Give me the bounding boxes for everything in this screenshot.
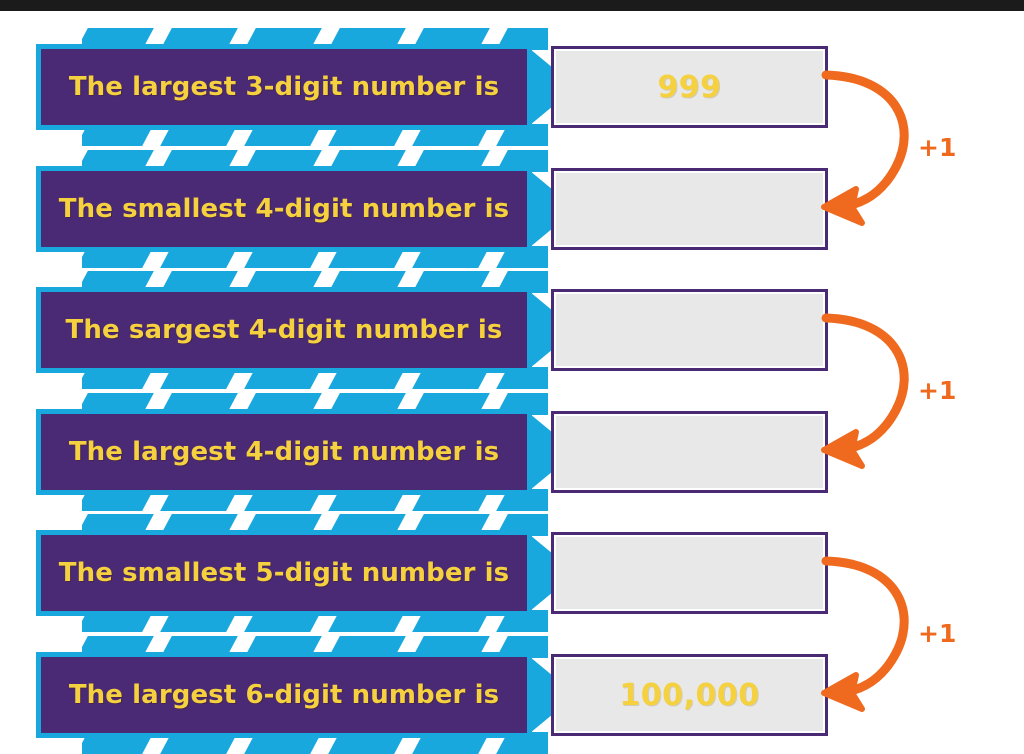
answer-box[interactable] [551, 289, 828, 371]
banner-plate: The smallest 5-digit number is [41, 535, 527, 611]
statement-label: The smallest 5-digit number is [58, 558, 510, 588]
banner-plate: The sargest 4-digit number is [41, 292, 527, 368]
statement-banner: The smallest 5-digit number is [36, 514, 576, 632]
banner-plate: The smallest 4-digit number is [41, 171, 527, 247]
statement-label: The sargest 4-digit number is [65, 315, 503, 345]
answer-box[interactable]: 100,000 [551, 654, 828, 736]
answer-box[interactable] [551, 168, 828, 250]
statement-banner: The sargest 4-digit number is [36, 271, 576, 389]
statement-label: The smallest 4-digit number is [58, 194, 510, 224]
top-black-bar [0, 0, 1024, 11]
answer-value: 100,000 [619, 677, 760, 713]
statement-row: The largest 6-digit number is 100,000 [0, 636, 1024, 754]
banner-plate: The largest 3-digit number is [41, 49, 527, 125]
statement-banner: The largest 3-digit number is [36, 28, 576, 146]
statement-row: The smallest 4-digit number is [0, 150, 1024, 268]
statement-banner: The smallest 4-digit number is [36, 150, 576, 268]
statement-row: The largest 3-digit number is 999 [0, 28, 1024, 146]
statement-banner: The largest 6-digit number is [36, 636, 576, 754]
answer-box[interactable] [551, 532, 828, 614]
answer-box[interactable] [551, 411, 828, 493]
answer-value: 999 [657, 69, 722, 105]
answer-box[interactable]: 999 [551, 46, 828, 128]
statement-banner: The largest 4-digit number is [36, 393, 576, 511]
statement-row: The sargest 4-digit number is [0, 271, 1024, 389]
statement-row: The largest 4-digit number is [0, 393, 1024, 511]
statement-row: The smallest 5-digit number is [0, 514, 1024, 632]
banner-plate: The largest 4-digit number is [41, 414, 527, 490]
statement-label: The largest 3-digit number is [68, 72, 500, 102]
statement-label: The largest 4-digit number is [68, 437, 500, 467]
statement-label: The largest 6-digit number is [68, 680, 500, 710]
banner-plate: The largest 6-digit number is [41, 657, 527, 733]
